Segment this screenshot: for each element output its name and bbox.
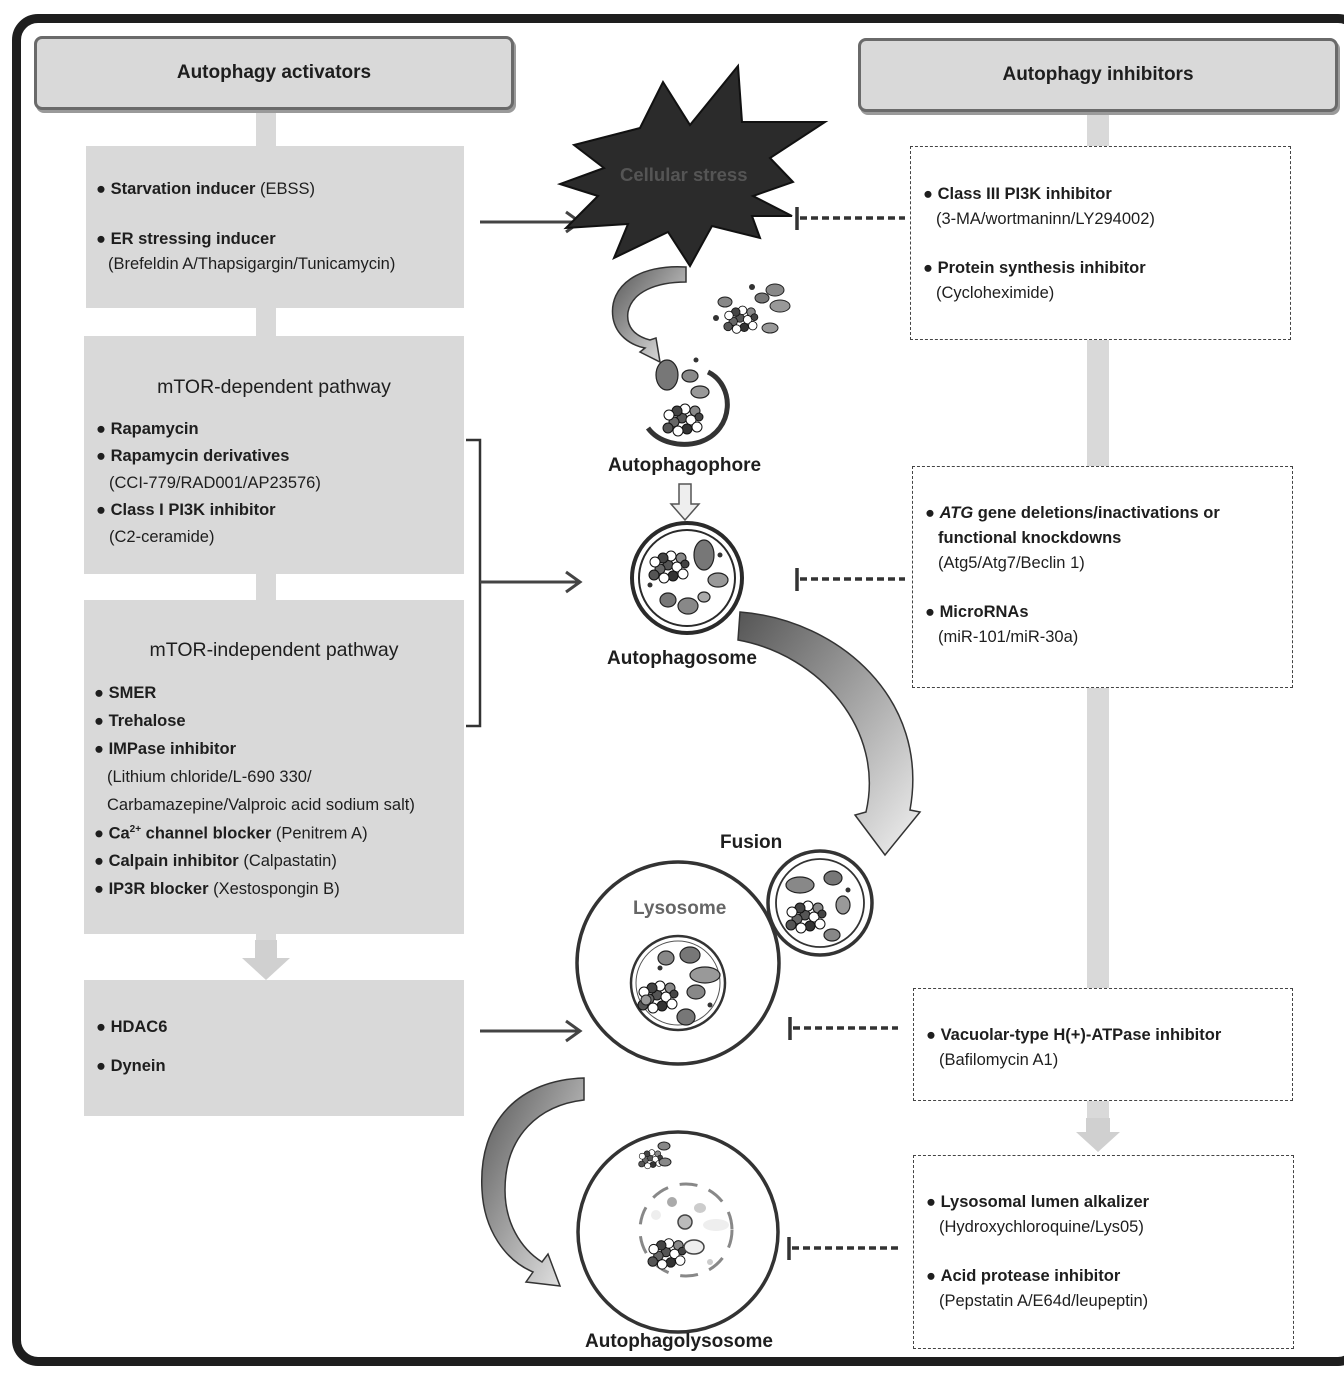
mtor-dependent-box: mTOR-dependent pathway ● Rapamycin ● Rap… bbox=[84, 336, 464, 574]
autophagosome-illustration bbox=[630, 521, 744, 635]
list-item: ● Rapamycin bbox=[96, 420, 199, 438]
cytoplasmic-cargo bbox=[713, 283, 791, 334]
list-item: ● ATG gene deletions/inactivations or bbox=[925, 504, 1220, 522]
list-item-detail: Carbamazepine/Valproic acid sodium salt) bbox=[107, 796, 415, 814]
inhibition-bar-stress bbox=[795, 207, 905, 230]
fusion-inhibitors-box: ● Vacuolar-type H(+)-ATPase inhibitor (B… bbox=[913, 988, 1293, 1101]
list-item: ● IMPase inhibitor bbox=[94, 740, 236, 758]
activators-header: Autophagy activators bbox=[34, 36, 514, 110]
list-item-detail: (3-MA/wortmaninn/LY294002) bbox=[936, 210, 1155, 228]
activators-down-arrow bbox=[242, 940, 290, 980]
lysosome-label: Lysosome bbox=[633, 898, 727, 919]
mtor-independent-title: mTOR-independent pathway bbox=[149, 639, 399, 661]
activators-header-label: Autophagy activators bbox=[176, 62, 372, 83]
list-item-detail: (Lithium chloride/L-690 330/ bbox=[107, 768, 312, 786]
lysosome-illustration bbox=[575, 860, 781, 1066]
list-item-detail: (Bafilomycin A1) bbox=[939, 1051, 1059, 1069]
list-item: ● Calpain inhibitor (Calpastatin) bbox=[94, 852, 337, 870]
cellular-stress-label: Cellular stress bbox=[620, 164, 748, 185]
autophagosome-label: Autophagosome bbox=[607, 648, 757, 669]
list-item-detail: (Cycloheximide) bbox=[936, 284, 1055, 302]
list-item-detail: (miR-101/miR-30a) bbox=[938, 628, 1079, 646]
autophagolysosome-illustration bbox=[576, 1130, 780, 1334]
curved-arrow-to-autophagolysosome bbox=[481, 1077, 585, 1287]
mtor-independent-box: mTOR-independent pathway ● SMER ● Trehal… bbox=[84, 600, 464, 934]
inhibitors-header-label: Autophagy inhibitors bbox=[1002, 64, 1194, 85]
stress-inhibitors-box: ● Class III PI3K inhibitor (3-MA/wortman… bbox=[910, 146, 1291, 340]
list-item: ● MicroRNAs bbox=[925, 603, 1029, 621]
list-item: ● Vacuolar-type H(+)-ATPase inhibitor bbox=[926, 1026, 1222, 1044]
list-item: ● Lysosomal lumen alkalizer bbox=[926, 1193, 1150, 1211]
degradation-inhibitors-box: ● Lysosomal lumen alkalizer (Hydroxychlo… bbox=[913, 1155, 1294, 1349]
arrow-to-autophagosome bbox=[669, 483, 701, 522]
list-item-detail: (CCI-779/RAD001/AP23576) bbox=[109, 474, 321, 492]
list-item: ● SMER bbox=[94, 684, 157, 702]
list-item: ● ER stressing inducer bbox=[96, 230, 276, 248]
fusion-activators-box: ● HDAC6 ● Dynein bbox=[84, 980, 464, 1116]
activator-arrow-lysosome bbox=[480, 1019, 583, 1043]
curved-arrow-to-autophagophore bbox=[611, 266, 687, 364]
autophagosome-inhibitors-box: ● ATG gene deletions/inactivations or fu… bbox=[912, 466, 1293, 688]
list-item: ● Class III PI3K inhibitor bbox=[923, 185, 1112, 203]
list-item: ● Dynein bbox=[96, 1057, 166, 1075]
list-item-detail: (Atg5/Atg7/Beclin 1) bbox=[938, 554, 1085, 572]
list-item: ● IP3R blocker (Xestospongin B) bbox=[94, 880, 340, 898]
inhibition-bar-autophagolysosome bbox=[787, 1237, 898, 1260]
activator-arrow-autophagosome bbox=[480, 570, 583, 594]
inhibitors-header: Autophagy inhibitors bbox=[858, 38, 1338, 112]
mtor-dependent-title: mTOR-dependent pathway bbox=[157, 376, 391, 398]
list-item: ● Rapamycin derivatives bbox=[96, 447, 290, 465]
list-item-detail: (C2-ceramide) bbox=[109, 528, 215, 546]
inhibition-bar-autophagosome bbox=[795, 568, 905, 591]
pathway-bracket bbox=[466, 438, 482, 728]
list-item: ● Class I PI3K inhibitor bbox=[96, 501, 276, 519]
list-item: ● HDAC6 bbox=[96, 1018, 168, 1036]
autophagolysosome-label: Autophagolysosome bbox=[585, 1331, 773, 1352]
list-item-detail: functional knockdowns bbox=[938, 529, 1122, 547]
list-item-detail: (Pepstatin A/E64d/leupeptin) bbox=[939, 1292, 1149, 1310]
list-item: ● Ca2+ channel blocker (Penitrem A) bbox=[94, 824, 368, 843]
inhibition-bar-lysosome bbox=[788, 1017, 898, 1040]
cellular-stress-burst bbox=[556, 63, 829, 268]
list-item: ● Starvation inducer (EBSS) bbox=[96, 180, 316, 198]
list-item: ● Acid protease inhibitor bbox=[926, 1267, 1121, 1285]
list-item-detail: (Hydroxychloroquine/Lys05) bbox=[939, 1218, 1144, 1236]
list-item-detail: (Brefeldin A/Thapsigargin/Tunicamycin) bbox=[108, 255, 396, 273]
stress-activators-box: ● Starvation inducer (EBSS) ● ER stressi… bbox=[86, 146, 464, 308]
inhibitors-down-arrow bbox=[1076, 1118, 1120, 1152]
autophagophore-illustration bbox=[645, 357, 730, 447]
list-item: ● Protein synthesis inhibitor bbox=[923, 259, 1146, 277]
curved-arrow-to-fusion bbox=[737, 611, 922, 857]
fusing-autophagosome-illustration bbox=[766, 849, 874, 957]
list-item: ● Trehalose bbox=[94, 712, 186, 730]
autophagophore-label: Autophagophore bbox=[608, 455, 762, 476]
fusion-label: Fusion bbox=[720, 832, 783, 853]
